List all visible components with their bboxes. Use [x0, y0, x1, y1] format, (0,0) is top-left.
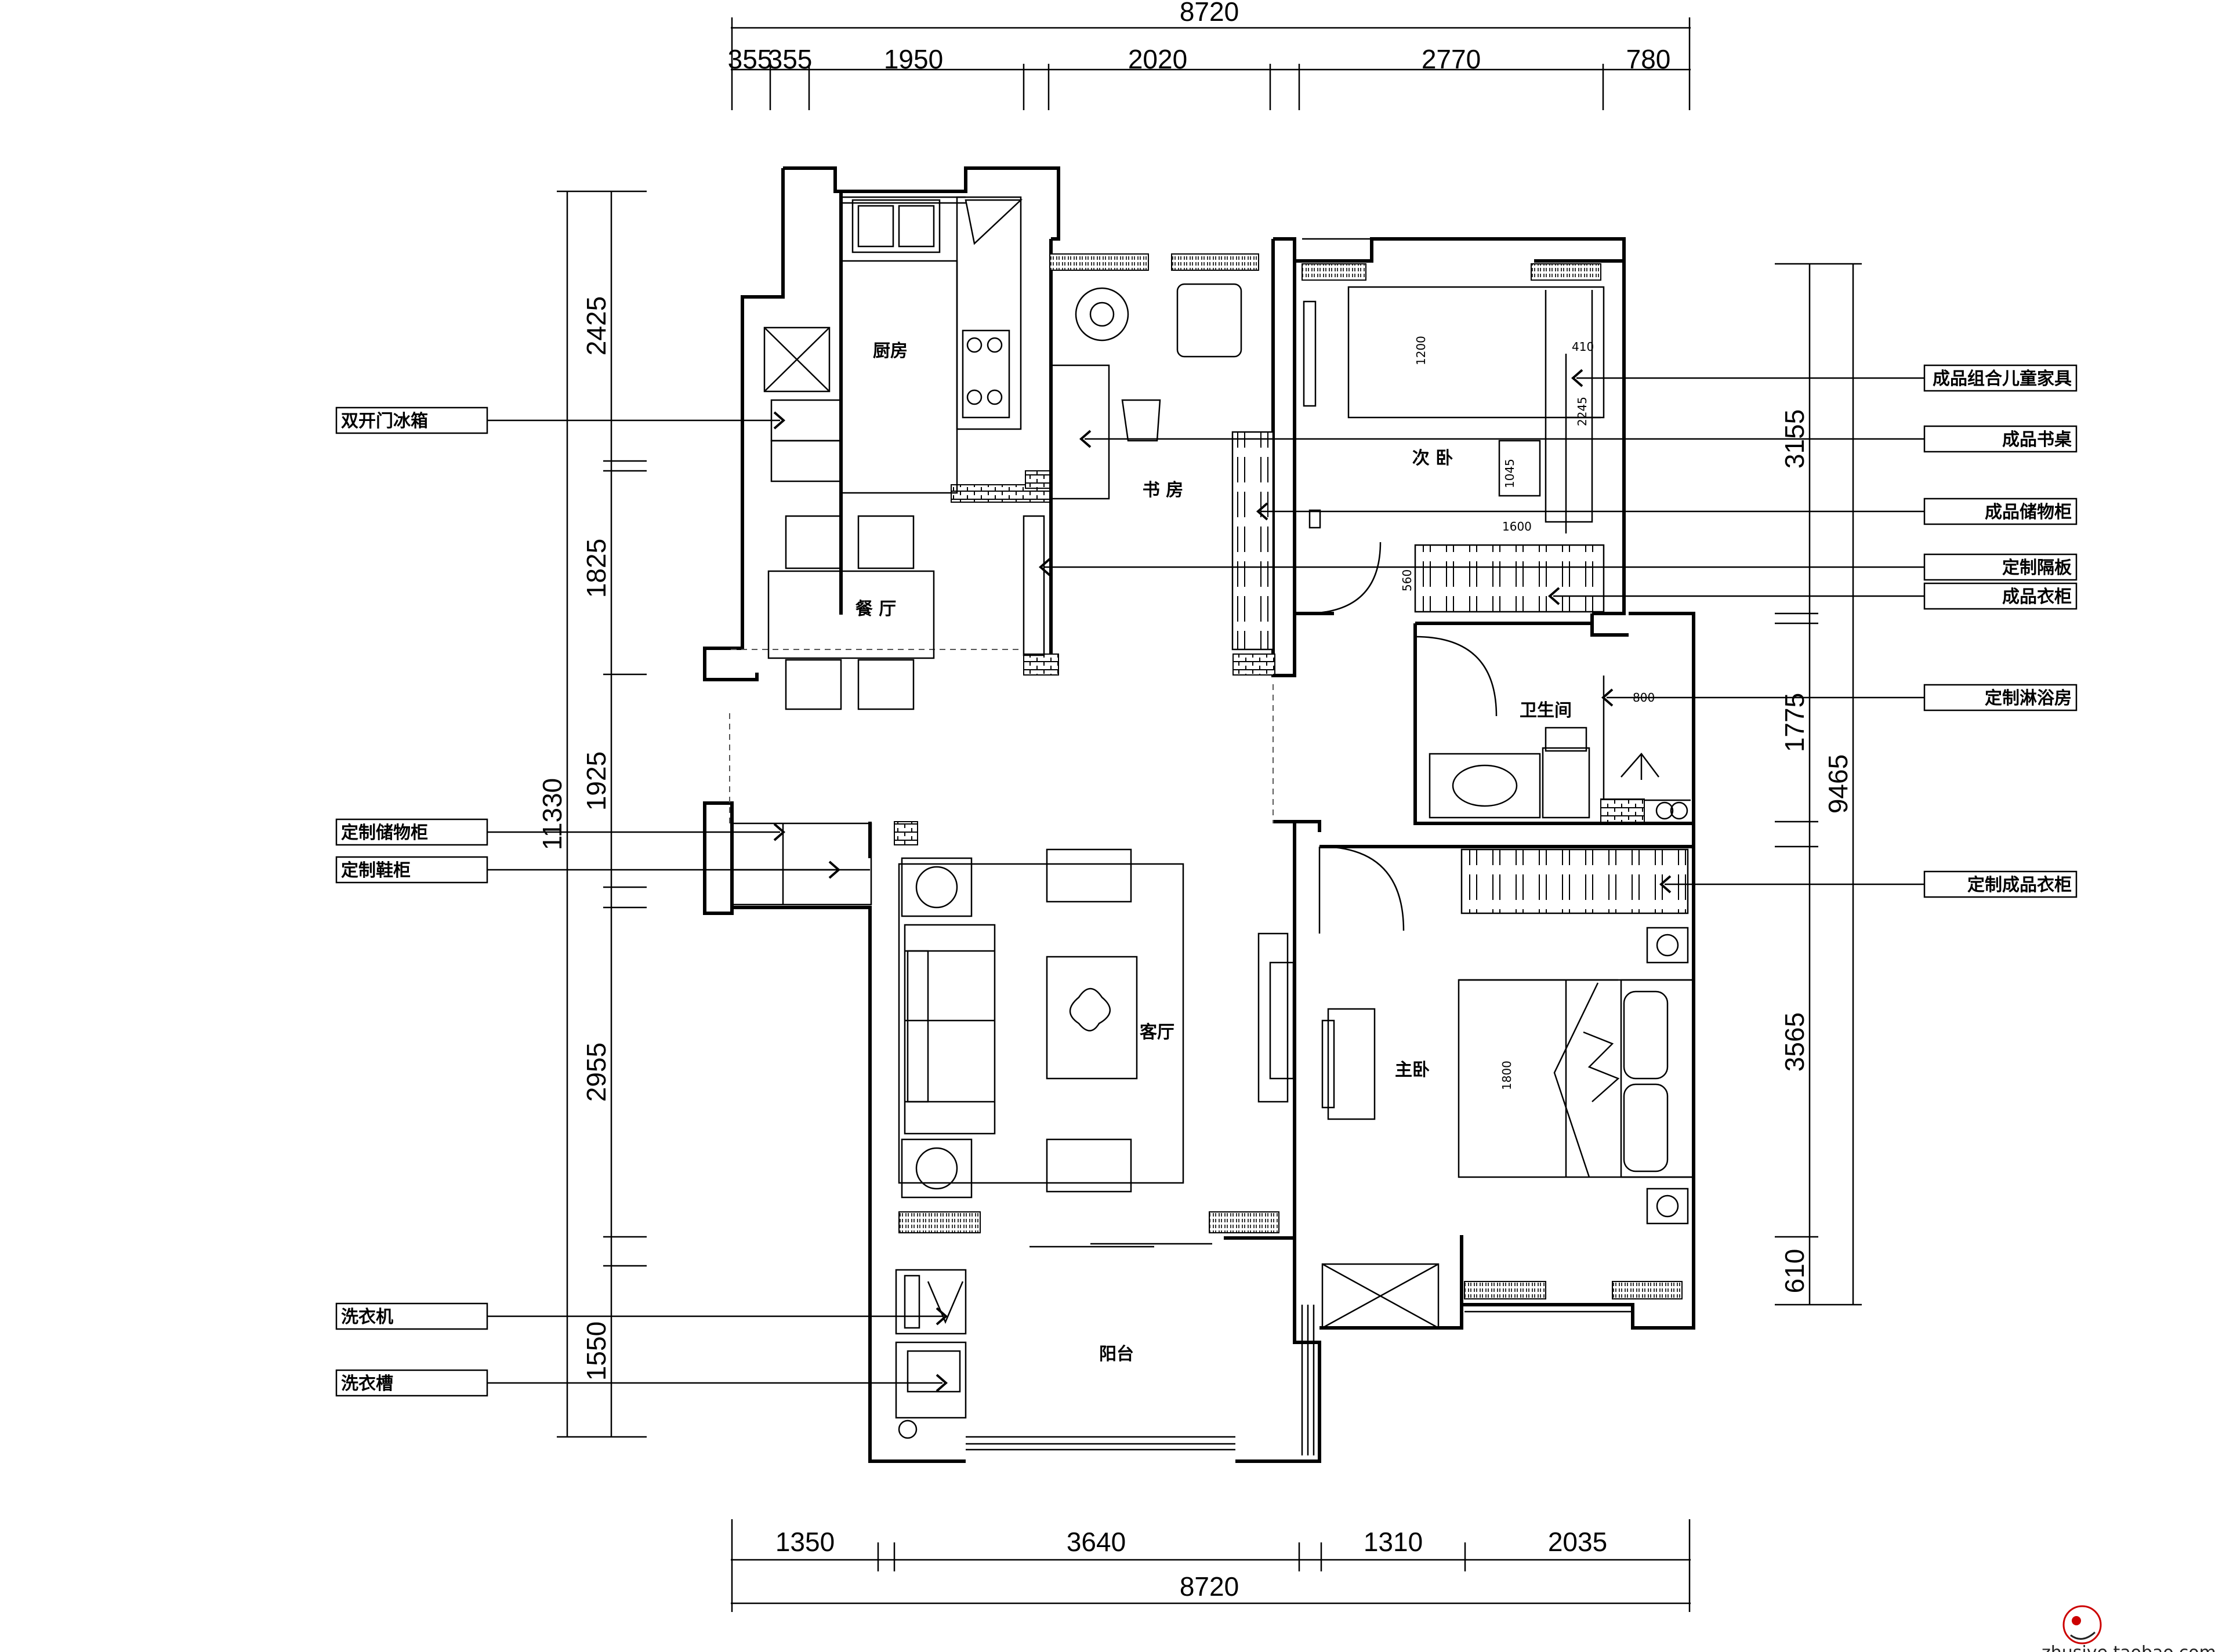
arrow-icon: [1571, 369, 1583, 387]
left-segment-dimension: 1825: [581, 539, 611, 598]
arrow-icon: [1547, 587, 1560, 605]
right-segment-dimension: 1775: [1779, 693, 1810, 752]
left-total-dimension: 11330: [537, 778, 567, 851]
arrow-icon: [936, 1307, 948, 1326]
room-balcony: 阳台: [1099, 1344, 1134, 1364]
dimension-lines: [557, 17, 1862, 1612]
top-total-dimension: 8720: [1180, 0, 1239, 27]
room-dining: 餐 厅: [855, 599, 896, 619]
bottom-total-dimension: 8720: [1180, 1571, 1239, 1602]
arrow-icon: [1256, 502, 1268, 521]
svg-text:1800: 1800: [1500, 1061, 1514, 1090]
callout-right-label: 定制成品衣柜: [1967, 875, 2072, 895]
arrow-icon: [936, 1374, 948, 1392]
callout-right-box: [1923, 582, 2078, 610]
callout-right-label: 成品书桌: [2002, 430, 2072, 450]
arrow-icon: [1601, 688, 1614, 707]
callout-right-box: [1923, 425, 2078, 453]
bottom-segment-dimension: 1350: [775, 1527, 835, 1557]
callout-right-label: 成品衣柜: [2002, 587, 2072, 607]
arrow-icon: [773, 823, 786, 841]
doors: [729, 492, 1498, 1248]
room-labels: 厨房 书 房 餐 厅 次 卧 卫生间 客厅 主卧 阳台: [855, 341, 1572, 1364]
svg-text:1200: 1200: [1414, 336, 1428, 365]
callout-right-label: 成品储物柜: [1985, 502, 2072, 522]
arrow-icon: [773, 411, 786, 430]
top-segment-dimension: 1950: [884, 44, 943, 74]
bottom-segment-dimension: 3640: [1067, 1527, 1126, 1557]
top-segment-dimension: 780: [1626, 44, 1671, 74]
furniture: [731, 196, 1695, 1439]
arrow-icon: [1659, 875, 1672, 894]
right-segment-dimension: 610: [1779, 1249, 1810, 1294]
callout-left-box: [335, 406, 488, 434]
left-segment-dimension: 2425: [581, 296, 611, 355]
callout-right-label: 成品组合儿童家具: [1933, 369, 2072, 389]
callout-left-label: 定制储物柜: [341, 823, 428, 843]
callout-left-box: [335, 856, 488, 884]
watermark-text: zhusiye.taobao.com: [2042, 1643, 2215, 1652]
top-segment-dimension: 355: [768, 44, 813, 74]
callout-left-label: 定制鞋柜: [341, 861, 411, 881]
top-segment-dimension: 2770: [1422, 44, 1481, 74]
callout-left-box: [335, 1302, 488, 1330]
bottom-segment-dimension: 2035: [1548, 1527, 1607, 1557]
arrow-icon: [1079, 430, 1092, 448]
callout-right-box: [1923, 364, 2078, 392]
vents: [898, 253, 1683, 1299]
watermark: zhusiye.taobao.com: [2042, 1605, 2215, 1652]
room-study: 书 房: [1143, 480, 1183, 500]
room-bathroom: 卫生间: [1520, 700, 1572, 721]
callout-right-label: 定制隔板: [2002, 558, 2072, 578]
arrow-icon: [1038, 558, 1051, 576]
callout-left-label: 双开门冰箱: [341, 411, 428, 431]
callout-right-box: [1923, 498, 2078, 525]
callout-left-box: [335, 1369, 488, 1397]
right-total-dimension: 9465: [1823, 754, 1853, 814]
svg-text:1600: 1600: [1502, 520, 1532, 533]
svg-text:1045: 1045: [1503, 459, 1517, 488]
svg-text:2245: 2245: [1575, 397, 1589, 426]
top-segment-dimension: 355: [728, 44, 773, 74]
callout-left-label: 洗衣机: [341, 1307, 393, 1327]
room-second-bedroom: 次 卧: [1412, 448, 1453, 469]
svg-text:560: 560: [1400, 569, 1414, 591]
left-segment-dimension: 1550: [581, 1321, 611, 1381]
small-dimensions: 1200 410 2245 1045 1600 560 800 1800: [1400, 336, 1655, 1090]
callout-left-label: 洗衣槽: [341, 1374, 393, 1394]
room-living: 客厅: [1140, 1022, 1174, 1043]
bottom-segment-dimension: 1310: [1364, 1527, 1423, 1557]
room-master-bedroom: 主卧: [1395, 1060, 1430, 1080]
svg-text:410: 410: [1572, 340, 1594, 354]
left-segment-dimension: 2955: [581, 1043, 611, 1102]
room-kitchen: 厨房: [873, 341, 908, 361]
left-segment-dimension: 1925: [581, 751, 611, 811]
arrow-icon: [828, 861, 841, 879]
callout-left-box: [335, 818, 488, 846]
windows: [841, 190, 1633, 1455]
top-segment-dimension: 2020: [1128, 44, 1187, 74]
right-segment-dimension: 3565: [1779, 1012, 1810, 1072]
callout-right-label: 定制淋浴房: [1985, 688, 2072, 709]
